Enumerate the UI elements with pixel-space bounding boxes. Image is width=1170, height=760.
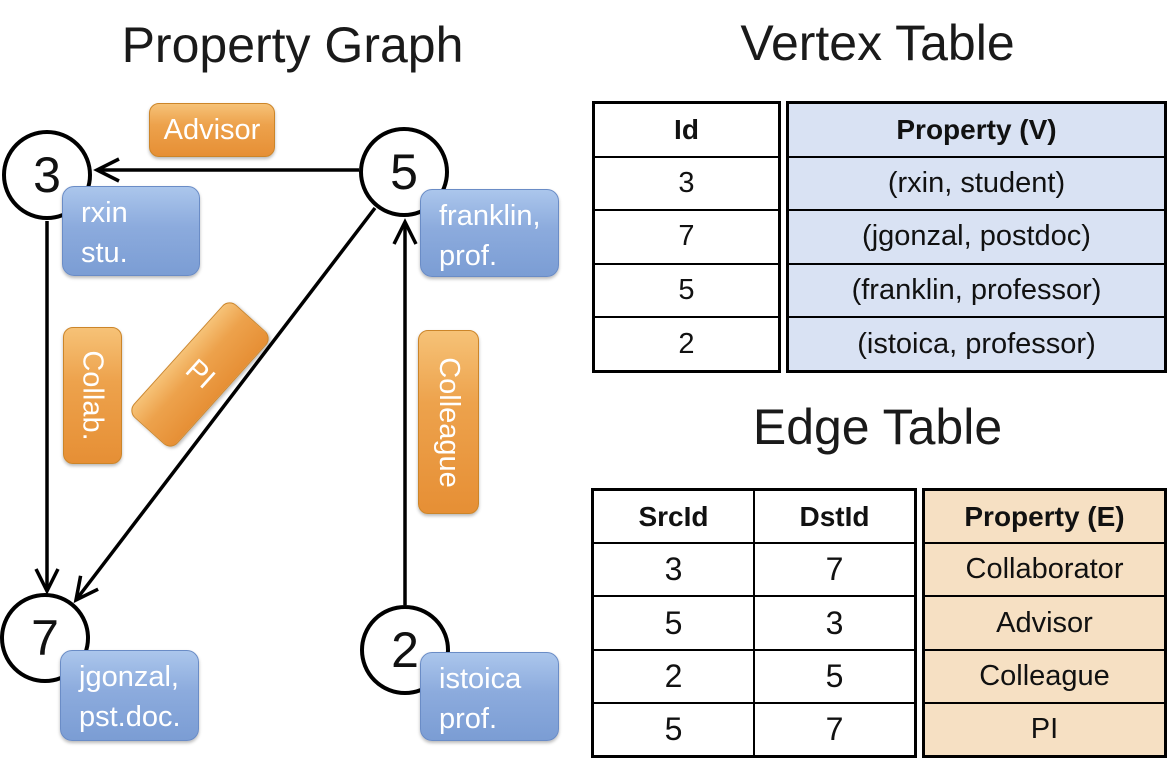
edge-table-property-cell: PI	[1030, 712, 1059, 745]
vertex-property-box-franklin-line1: franklin,	[439, 200, 541, 232]
vertex-table-id-column: Id 3 7 5 2	[592, 101, 781, 373]
graph-edges	[34, 157, 418, 605]
vertex-property-box-rxin-line2: stu.	[81, 237, 128, 269]
vertex-table-property-cell: (rxin, student)	[789, 158, 1164, 212]
vertex-table-header-id: Id	[595, 104, 778, 158]
edge-table-dstid-cell: 5	[825, 657, 844, 694]
edge-table-header-dstid: DstId	[799, 500, 870, 532]
vertex-table-header-property: Property (V)	[789, 104, 1164, 158]
edge-table-dstid-cell: 3	[825, 604, 844, 641]
edge-table-dstid-cell: 7	[825, 551, 844, 588]
graph-node-5: 5	[359, 127, 449, 217]
edge-table-srcid-cell: 3	[594, 544, 755, 596]
edge-table-dstid-cell: 7	[825, 710, 844, 747]
vertex-table-property-cell: (jgonzal, postdoc)	[789, 211, 1164, 265]
edge-label-advisor: Advisor	[149, 103, 275, 157]
vertex-property-box-jgonzal-line1: jgonzal,	[79, 661, 179, 693]
vertex-table-property-cell: (istoica, professor)	[857, 327, 1096, 360]
vertex-property-box-istoica-line1: istoica	[439, 663, 522, 695]
edge-table-header-row: SrcId DstId	[594, 491, 914, 545]
node-5-label: 5	[390, 144, 418, 200]
edge-line-5-to-7	[73, 206, 377, 604]
edge-table-property-cell: Collaborator	[925, 544, 1164, 598]
edge-table-srcid-cell: 5	[594, 703, 755, 756]
edge-table-srcid-cell: 5	[594, 597, 755, 649]
edge-table-property-cell: Advisor	[925, 597, 1164, 651]
node-7-label: 7	[31, 610, 59, 666]
edge-table-row: 5 7	[594, 703, 914, 756]
vertex-table-id-cell: 3	[595, 158, 778, 212]
vertex-property-box-rxin: rxin stu.	[62, 186, 200, 276]
vertex-property-box-istoica-line2: prof.	[439, 703, 498, 735]
vertex-table-id-cell: 5	[595, 265, 778, 319]
edge-label-colleague: Colleague	[418, 330, 479, 514]
edge-table-row: 2 5	[594, 650, 914, 704]
property-graph-title: Property Graph	[121, 17, 464, 73]
edge-table-row: 5 3	[594, 597, 914, 651]
vertex-table-property-column: Property (V) (rxin, student) (jgonzal, p…	[786, 101, 1167, 373]
vertex-property-box-franklin: franklin, prof.	[420, 189, 559, 277]
vertex-property-box-jgonzal: jgonzal, pst.doc.	[60, 650, 199, 741]
vertex-table-id-cell: 2	[678, 327, 695, 360]
edge-table-header-property: Property (E)	[925, 491, 1164, 545]
vertex-property-box-rxin-line1: rxin	[81, 197, 128, 229]
node-3-label: 3	[33, 147, 61, 203]
vertex-property-box-istoica: istoica prof.	[420, 652, 559, 741]
vertex-property-box-jgonzal-line2: pst.doc.	[79, 701, 181, 733]
edge-label-collab-text: Collab.	[77, 350, 109, 441]
edge-table-row: 3 7	[594, 544, 914, 598]
edge-label-collab: Collab.	[63, 327, 122, 464]
vertex-property-box-franklin-line2: prof.	[439, 240, 498, 272]
edge-table-srcid-cell: 2	[594, 650, 755, 702]
graph-node-2: 2	[360, 605, 450, 695]
edge-table-property-column: Property (E) Collaborator Advisor Collea…	[922, 488, 1167, 758]
vertex-table-id-cell: 7	[595, 211, 778, 265]
edge-label-advisor-text: Advisor	[163, 113, 261, 146]
edge-table-id-columns: SrcId DstId 3 7 5 3 2 5 5 7	[591, 488, 917, 758]
vertex-table-title: Vertex Table	[740, 15, 1015, 71]
vertex-table-property-cell: (franklin, professor)	[789, 265, 1164, 319]
edge-label-colleague-text: Colleague	[433, 356, 466, 488]
edge-table-property-cell: Colleague	[925, 651, 1164, 704]
edge-table-title: Edge Table	[752, 399, 1003, 455]
edge-label-pi-text: PI	[179, 353, 222, 396]
node-2-label: 2	[391, 622, 419, 678]
edge-table-header-srcid: SrcId	[594, 491, 755, 543]
